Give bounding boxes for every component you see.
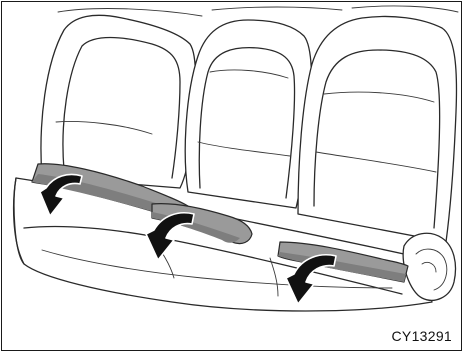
left-seatback <box>41 15 196 188</box>
figure-code: CY13291 <box>390 328 454 344</box>
